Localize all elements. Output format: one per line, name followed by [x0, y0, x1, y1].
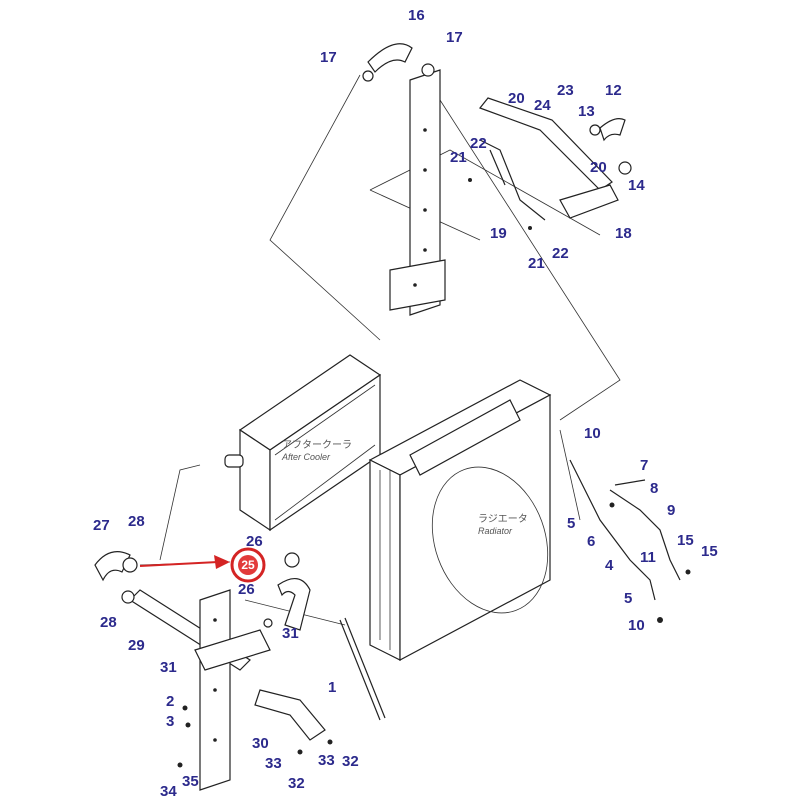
aftercooler: アフタークーラ After Cooler	[224, 354, 382, 532]
clamp-17-right	[421, 63, 435, 77]
hose-25-26	[263, 552, 311, 631]
callout-10-bottom[interactable]: 10	[628, 617, 645, 634]
pipe-30	[254, 689, 333, 755]
callout-20-mid[interactable]: 20	[590, 159, 607, 176]
callout-1[interactable]: 1	[328, 679, 336, 696]
callout-6[interactable]: 6	[587, 533, 595, 550]
callout-3[interactable]: 3	[166, 713, 174, 730]
clamp-28-bottom	[121, 590, 135, 604]
callout-28-top[interactable]: 28	[128, 513, 145, 530]
callout-26-bottom[interactable]: 26	[238, 581, 255, 598]
callout-15-top[interactable]: 13	[578, 103, 595, 120]
callout-15-right[interactable]: 14	[628, 177, 645, 194]
callout-17-left[interactable]: 17	[320, 49, 337, 66]
bracket-19-21	[468, 139, 546, 230]
callout-33-left[interactable]: 33	[265, 755, 282, 772]
callout-32-right[interactable]: 32	[342, 753, 359, 770]
callout-9[interactable]: 9	[667, 502, 675, 519]
radiator-label-en: Radiator	[478, 526, 513, 536]
callout-34[interactable]: 34	[160, 783, 177, 800]
callout-21-top[interactable]: 21	[450, 149, 467, 166]
callout-numbers: 16 17 17 23 20 24 12 13 22 21 20 14 19 1…	[93, 7, 718, 800]
callout-5-top[interactable]: 5	[567, 515, 575, 532]
callout-20-top[interactable]: 20	[508, 90, 525, 107]
callout-35[interactable]: 35	[182, 773, 199, 790]
rod-1	[339, 617, 386, 721]
callout-32-bottom[interactable]: 32	[288, 775, 305, 792]
callout-27[interactable]: 27	[93, 517, 110, 534]
bolts-2-3	[177, 705, 191, 768]
highlight-number: 25	[241, 558, 255, 572]
callout-31-right[interactable]: 31	[282, 625, 299, 642]
lower-support-bracket	[194, 589, 271, 791]
callout-30[interactable]: 30	[252, 735, 269, 752]
callout-4[interactable]: 4	[605, 557, 614, 574]
highlight-callout-25[interactable]: 25	[230, 547, 266, 583]
callout-13[interactable]: 15	[677, 532, 694, 549]
callout-22-bottom[interactable]: 22	[552, 245, 569, 262]
hose-16	[367, 43, 413, 73]
callout-33-right[interactable]: 33	[318, 752, 335, 769]
callout-22-top[interactable]: 22	[470, 135, 487, 152]
hose-14	[589, 118, 626, 142]
highlight-arrow	[139, 555, 230, 569]
callout-5-bottom[interactable]: 5	[624, 590, 632, 607]
callout-10-top[interactable]: 10	[584, 425, 601, 442]
callout-31-left[interactable]: 31	[160, 659, 177, 676]
callout-24[interactable]: 24	[534, 97, 551, 114]
hose-4-9	[569, 459, 691, 623]
callout-18[interactable]: 18	[615, 225, 632, 242]
callout-19[interactable]: 19	[490, 225, 507, 242]
clamp-17-left	[362, 70, 374, 82]
callout-12[interactable]: 15	[701, 543, 718, 560]
callout-7[interactable]: 7	[640, 457, 648, 474]
clamp-15	[618, 161, 632, 175]
clamp-28-top	[122, 557, 138, 573]
callout-21-bottom[interactable]: 21	[528, 255, 545, 272]
radiator-label-jp: ラジエータ	[478, 513, 528, 525]
callout-8[interactable]: 8	[650, 480, 658, 497]
callout-2[interactable]: 2	[166, 693, 174, 710]
callout-17-right[interactable]: 17	[446, 29, 463, 46]
callout-23[interactable]: 23	[557, 82, 574, 99]
callout-28-bottom[interactable]: 28	[100, 614, 117, 631]
callout-16[interactable]: 16	[408, 7, 425, 24]
aftercooler-label-jp: アフタークーラ	[282, 439, 352, 451]
pipe-18-20	[479, 97, 619, 219]
radiator: ラジエータ Radiator	[368, 379, 552, 661]
callout-14[interactable]: 12	[605, 82, 622, 99]
hose-27	[94, 551, 131, 582]
callout-26-top[interactable]: 26	[246, 533, 263, 550]
callout-11[interactable]: 11	[640, 549, 656, 566]
aftercooler-label-en: After Cooler	[281, 452, 331, 462]
upper-support-bracket	[389, 69, 446, 316]
callout-29[interactable]: 29	[128, 637, 145, 654]
